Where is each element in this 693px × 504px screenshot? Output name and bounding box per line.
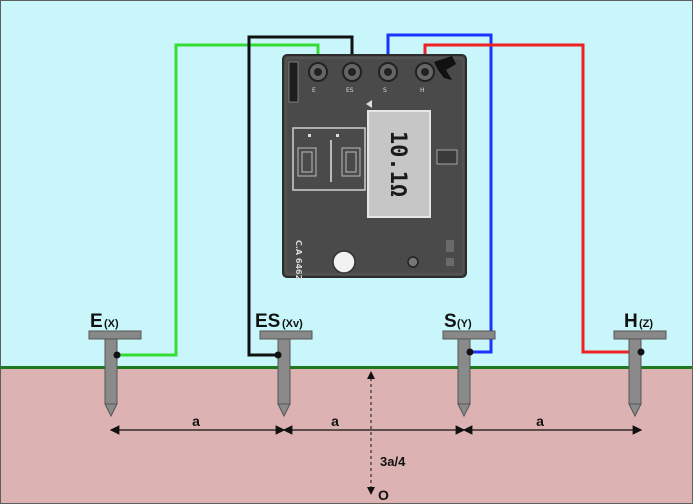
terminal-h[interactable] bbox=[415, 62, 435, 82]
label-s-main: S bbox=[444, 311, 457, 332]
label-e-main: E bbox=[90, 311, 103, 332]
label-e-sub: (X) bbox=[104, 318, 119, 330]
fuse-icon-1 bbox=[297, 134, 317, 177]
label-s-sub: (Y) bbox=[457, 318, 472, 330]
ground-area bbox=[0, 368, 693, 504]
terminal-label-e: E bbox=[312, 87, 316, 94]
led-indicator bbox=[407, 256, 419, 268]
device-sticker bbox=[288, 61, 299, 103]
test-button[interactable] bbox=[332, 250, 356, 274]
spacing-label-2: a bbox=[331, 413, 339, 429]
instruction-panel bbox=[292, 127, 366, 191]
terminal-s[interactable] bbox=[378, 62, 398, 82]
arrow-mark-icon bbox=[366, 100, 372, 108]
label-es-sub: (Xv) bbox=[282, 318, 303, 330]
spacing-label-3: a bbox=[536, 413, 544, 429]
label-h-sub: (Z) bbox=[639, 318, 653, 330]
ce-mark-icon bbox=[446, 240, 454, 252]
label-es-main: ES bbox=[255, 311, 280, 332]
electrode-e bbox=[88, 330, 142, 418]
fuse-icon-2 bbox=[336, 134, 361, 177]
wire-es-black bbox=[247, 35, 354, 357]
depth-label: 3a/4 bbox=[380, 454, 406, 469]
fuse-divider bbox=[330, 140, 332, 182]
wire-s-blue bbox=[386, 33, 493, 354]
lcd-screen bbox=[367, 110, 431, 218]
wire-h-red bbox=[423, 43, 641, 354]
earth-tester-device: E ES S H 10.1Ω C.A 6462 bbox=[282, 54, 467, 280]
terminal-es[interactable] bbox=[342, 62, 362, 82]
label-h-main: H bbox=[624, 311, 638, 332]
origin-label: O bbox=[378, 487, 389, 503]
wire-e-green bbox=[118, 43, 320, 357]
ground-line bbox=[0, 366, 693, 369]
terminal-label-es: ES bbox=[346, 87, 354, 94]
mode-button[interactable] bbox=[436, 149, 458, 165]
terminal-label-h: H bbox=[420, 87, 425, 94]
terminal-label-s: S bbox=[383, 87, 387, 94]
device-model-label: C.A 6462 bbox=[294, 240, 303, 280]
spacing-label-1: a bbox=[192, 413, 200, 429]
electrode-s bbox=[442, 330, 496, 418]
terminal-e[interactable] bbox=[308, 62, 328, 82]
black-clip-icon bbox=[434, 56, 456, 80]
electrode-es bbox=[259, 330, 313, 418]
lcd-reading: 10.1Ω bbox=[385, 131, 410, 197]
electrode-h bbox=[613, 330, 667, 418]
battery-mark-icon bbox=[446, 258, 454, 266]
